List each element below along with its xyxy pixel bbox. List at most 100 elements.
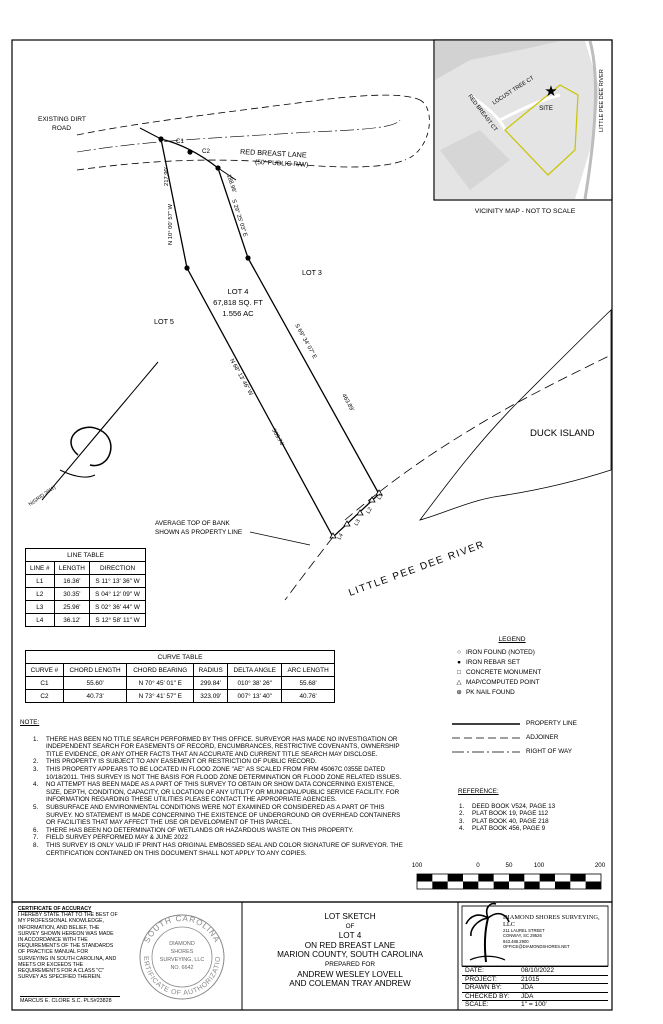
reference-item: PLAT BOOK 19, PAGE 112 xyxy=(466,810,600,818)
legend-item: ○ IRON FOUND (NOTED) xyxy=(452,647,602,657)
company-block: DIAMOND SHORES SURVEYING, LLC 211 LAUREL… xyxy=(503,914,607,950)
vicinity-river-label: LITTLE PEE DEE RIVER xyxy=(599,69,605,132)
reference: REFERENCE: DEED BOOK V524, PAGE 13 PLAT … xyxy=(440,788,600,833)
concrete-monument-icon: □ xyxy=(457,668,461,676)
legend-item: □ CONCRETE MONUMENT xyxy=(452,667,602,677)
certificate-title: CERTIFICATE OF ACCURACY xyxy=(18,906,92,912)
line-table-header: LINE # xyxy=(25,561,55,575)
table-cell: L1 xyxy=(25,574,55,588)
iron-pin-icon xyxy=(215,165,221,171)
east-bottom-length: 463.89' xyxy=(340,393,354,412)
legend-item-label: MAP/COMPUTED POINT xyxy=(466,678,540,686)
line-table-title: LINE TABLE xyxy=(25,548,146,562)
curve-table-title: CURVE TABLE xyxy=(25,650,335,664)
line-l3-label: L3 xyxy=(354,519,362,527)
scale-cell xyxy=(539,874,555,882)
legend-item: △ MAP/COMPUTED POINT xyxy=(452,677,602,687)
table-cell: 007° 13' 40" xyxy=(227,689,283,703)
east-bottom-bearing: S 69° 34' 07" E xyxy=(293,323,317,360)
scale-cell xyxy=(462,881,479,889)
notes: NOTE: THERE HAS BEEN NO TITLE SEARCH PER… xyxy=(20,719,408,857)
dirt-road-label-2: ROAD xyxy=(52,125,71,132)
computed-point-icon: △ xyxy=(456,679,462,686)
reference-item: PLAT BOOK 40, PAGE 218 xyxy=(466,818,600,826)
curve-table-header: RADIUS xyxy=(193,663,229,677)
table-cell: S 04° 12' 09" W xyxy=(89,587,146,601)
line-table-header: LENGTH xyxy=(53,561,91,575)
pk-nail-icon: ⊕ xyxy=(456,689,462,696)
table-cell: 010° 38' 26" xyxy=(227,676,283,690)
info-key: CHECKED BY: xyxy=(465,992,510,1000)
table-cell: 16.36' xyxy=(53,574,91,588)
table-cell: 55.60' xyxy=(62,676,128,690)
certificate: CERTIFICATE OF ACCURACY I HEREBY STATE T… xyxy=(18,906,118,980)
company-phone: 843.488.2900 xyxy=(503,938,529,944)
bank-leader xyxy=(249,531,311,546)
bank-note-1: AVERAGE TOP OF BANK xyxy=(155,520,231,527)
road-centerline xyxy=(76,119,401,153)
legend-right-of-way: RIGHT OF WAY xyxy=(526,748,573,755)
seal-center-3: SURVEYING, LLC xyxy=(160,957,205,963)
table-cell: L4 xyxy=(25,613,55,627)
reference-item: DEED BOOK V524, PAGE 13 xyxy=(466,803,600,811)
iron-rebar-set-icon: ● xyxy=(457,658,461,666)
info-key: DRAWN BY: xyxy=(465,984,502,992)
company-name: DIAMOND SHORES SURVEYING, LLC xyxy=(503,914,600,928)
table-cell: S 02° 36' 44" W xyxy=(89,600,146,614)
info-key: DATE: xyxy=(465,967,484,974)
west-top-bearing: N 10° 00' 57" W xyxy=(168,204,174,245)
info-value: 21015 xyxy=(521,975,540,983)
lot5-label: LOT 5 xyxy=(154,317,174,326)
curve-table: CURVE TABLE CURVE # CHORD LENGTH CHORD B… xyxy=(25,650,335,703)
legend-item-label: PK NAIL FOUND xyxy=(466,688,515,696)
vicinity-site-label: SITE xyxy=(539,105,553,112)
scale-cell xyxy=(524,881,540,889)
sketch-title: LOT SKETCH OF LOT 4 ON RED BREAST LANE M… xyxy=(243,912,457,989)
table-row: L4 36.12' S 12° 58' 11" W xyxy=(25,613,146,627)
scale-cell xyxy=(570,874,586,882)
table-cell: S 12° 58' 11" W xyxy=(89,613,146,627)
title-line: AND COLEMAN TRAY ANDREW xyxy=(289,979,411,989)
line-table: LINE TABLE LINE # LENGTH DIRECTION L1 16… xyxy=(25,548,146,627)
title-line: MARION COUNTY, SOUTH CAROLINA xyxy=(277,950,423,960)
table-row: C1 55.60' N 70° 45' 01" E 299.84' 010° 3… xyxy=(25,676,335,690)
road-row-north xyxy=(76,94,421,136)
table-cell: 55.68' xyxy=(281,676,335,690)
river-label: LITTLE PEE DEE RIVER xyxy=(347,539,486,599)
dirt-road-label: EXISTING DIRT xyxy=(38,116,86,123)
road-rw-label: (50' PUBLIC R/W) xyxy=(255,159,309,169)
curve-c1-label: C1 xyxy=(176,138,184,145)
scale-cell xyxy=(585,881,601,889)
scale-cell xyxy=(447,874,463,882)
reference-title: REFERENCE: xyxy=(458,788,499,795)
info-key: SCALE: xyxy=(465,1001,489,1009)
title-line: PREPARED FOR xyxy=(325,960,375,968)
reference-item: PLAT BOOK 456, PAGE 9 xyxy=(466,825,600,833)
east-top-length: 188.96' xyxy=(225,174,237,194)
scale-cell xyxy=(554,881,571,889)
legend-property-line: PROPERTY LINE xyxy=(526,720,577,727)
north-arrow-icon xyxy=(41,361,159,501)
scale-cell xyxy=(417,874,433,882)
site-star-icon: ★ xyxy=(544,83,557,100)
bank-line-south xyxy=(284,536,334,601)
company-address: 211 LAUREL STREET xyxy=(503,928,545,933)
duck-island-outline xyxy=(419,309,612,521)
title-block-frame xyxy=(11,901,613,1011)
certificate-text: I HEREBY STATE THAT TO THE BEST OF MY PR… xyxy=(18,912,118,981)
legend-item: ⊕ PK NAIL FOUND xyxy=(452,687,602,697)
note-item: THIS SURVEY IS ONLY VALID IF PRINT HAS O… xyxy=(40,842,408,857)
table-cell: 299.84' xyxy=(193,676,229,690)
table-cell: L3 xyxy=(25,600,55,614)
table-cell: S 11° 13' 36" W xyxy=(89,574,146,588)
note-item: THIS PROPERTY APPEARS TO BE LOCATED IN F… xyxy=(40,766,408,781)
seal-center-2: SHORES xyxy=(171,949,194,955)
table-cell: 40.76' xyxy=(281,689,335,703)
legend-item-label: IRON FOUND (NOTED) xyxy=(466,648,535,656)
table-row: C2 40.73' N 73° 41' 57" E 323.09' 007° 1… xyxy=(25,689,335,703)
curve-table-header: DELTA ANGLE xyxy=(227,663,283,677)
line-l2-label: L2 xyxy=(366,507,374,515)
title-line: OF xyxy=(345,922,355,930)
